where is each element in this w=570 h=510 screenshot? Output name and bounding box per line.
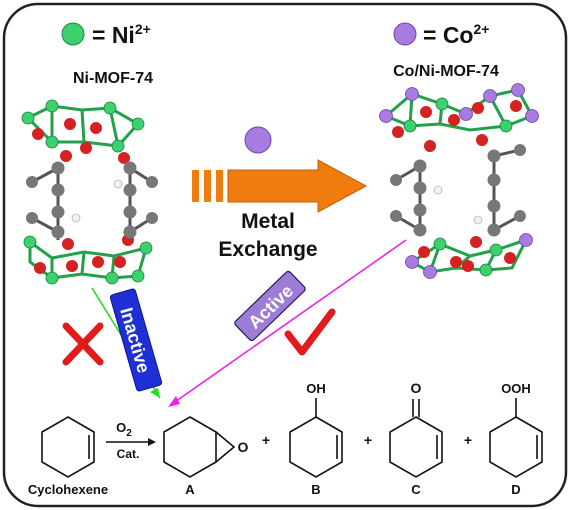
inactive-path-arrowhead: [150, 388, 160, 398]
oxygen-reagent: O2: [116, 420, 132, 439]
cyclohexene-label: Cyclohexene: [28, 482, 108, 497]
hydroperoxy-label: OOH: [501, 381, 531, 396]
ni-legend-sphere: [61, 22, 85, 46]
hydroperoxide-structure: [489, 398, 543, 478]
reaction-arrowhead: [148, 438, 156, 446]
ni-mof-74-structure: [21, 99, 158, 285]
metal-exchange-line1: Metal: [241, 210, 295, 233]
incoming-co-sphere: [244, 126, 272, 154]
hydroxyl-label: OH: [306, 381, 326, 396]
plus-sign-3: +: [464, 432, 472, 448]
plus-sign-2: +: [364, 432, 372, 448]
right-material-label: Co/Ni-MOF-74: [393, 63, 499, 80]
plus-sign-1: +: [262, 432, 270, 448]
metal-exchange-line2: Exchange: [218, 238, 317, 261]
ni-legend-label: = Ni2+: [92, 21, 151, 48]
catalyst-label: Cat.: [117, 447, 140, 461]
active-checkmark: [284, 308, 336, 356]
cyclohexenol-structure: [289, 398, 343, 478]
epoxide-oxygen: O: [238, 439, 249, 455]
product-d-label: D: [511, 482, 520, 497]
epoxide-structure: [163, 416, 236, 478]
product-a-label: A: [185, 482, 195, 497]
exchange-arrow: [192, 159, 368, 213]
co-legend-label: = Co2+: [423, 21, 489, 48]
cyclohexene-structure: [41, 416, 95, 478]
product-b-label: B: [311, 482, 320, 497]
left-material-label: Ni-MOF-74: [73, 70, 153, 87]
cyclohexenone-structure: [389, 399, 443, 478]
co-ni-mof-74-structure: [379, 83, 539, 279]
product-c-label: C: [411, 482, 421, 497]
inactive-cross: [62, 322, 104, 366]
co-legend-sphere: [393, 22, 417, 46]
carbonyl-oxygen: O: [411, 380, 422, 396]
active-path-line: [171, 239, 407, 405]
active-path-arrowhead: [168, 396, 180, 407]
